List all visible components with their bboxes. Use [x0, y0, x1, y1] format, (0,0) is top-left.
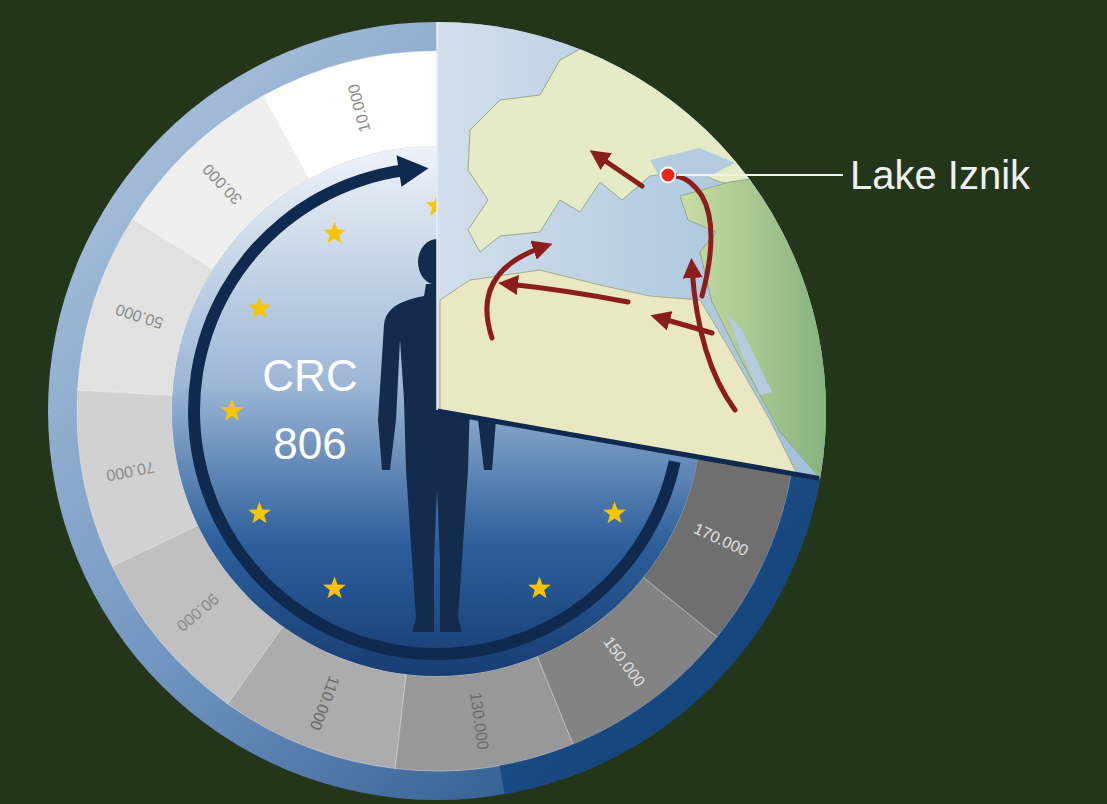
map-wedge	[437, 0, 837, 500]
map-boundary	[437, 411, 819, 478]
project-disc: CRC 806	[172, 146, 702, 676]
eu-star	[248, 502, 271, 524]
site-label: Lake Iznik	[850, 153, 1030, 198]
europe-land	[468, 36, 830, 252]
map-edge	[436, 22, 438, 410]
red-sea	[728, 315, 772, 395]
timeline-year: 130.000	[466, 691, 492, 751]
eu-star	[603, 502, 626, 524]
timeline-year: 90.000	[173, 589, 222, 634]
site-dot	[661, 168, 676, 183]
eu-star	[323, 221, 346, 243]
timeline-year: 110.000	[306, 673, 343, 732]
eu-star	[248, 297, 271, 319]
time-arrowhead	[396, 155, 428, 187]
eu-star	[323, 577, 346, 599]
eu-star	[221, 399, 244, 421]
timeline-year: 10.000	[344, 82, 374, 134]
timeline-year: 30.000	[199, 160, 246, 208]
timeline-year: 170.000	[691, 520, 751, 560]
sea	[437, 0, 837, 500]
timeline-year: 50.000	[113, 300, 165, 332]
migration-arrows	[487, 156, 735, 410]
timeline-year: 150.000	[599, 633, 648, 690]
timeline-year: 70.000	[105, 458, 156, 485]
project-title: CRC 806	[250, 342, 370, 478]
leader-line	[677, 174, 843, 176]
eu-star	[528, 577, 551, 599]
